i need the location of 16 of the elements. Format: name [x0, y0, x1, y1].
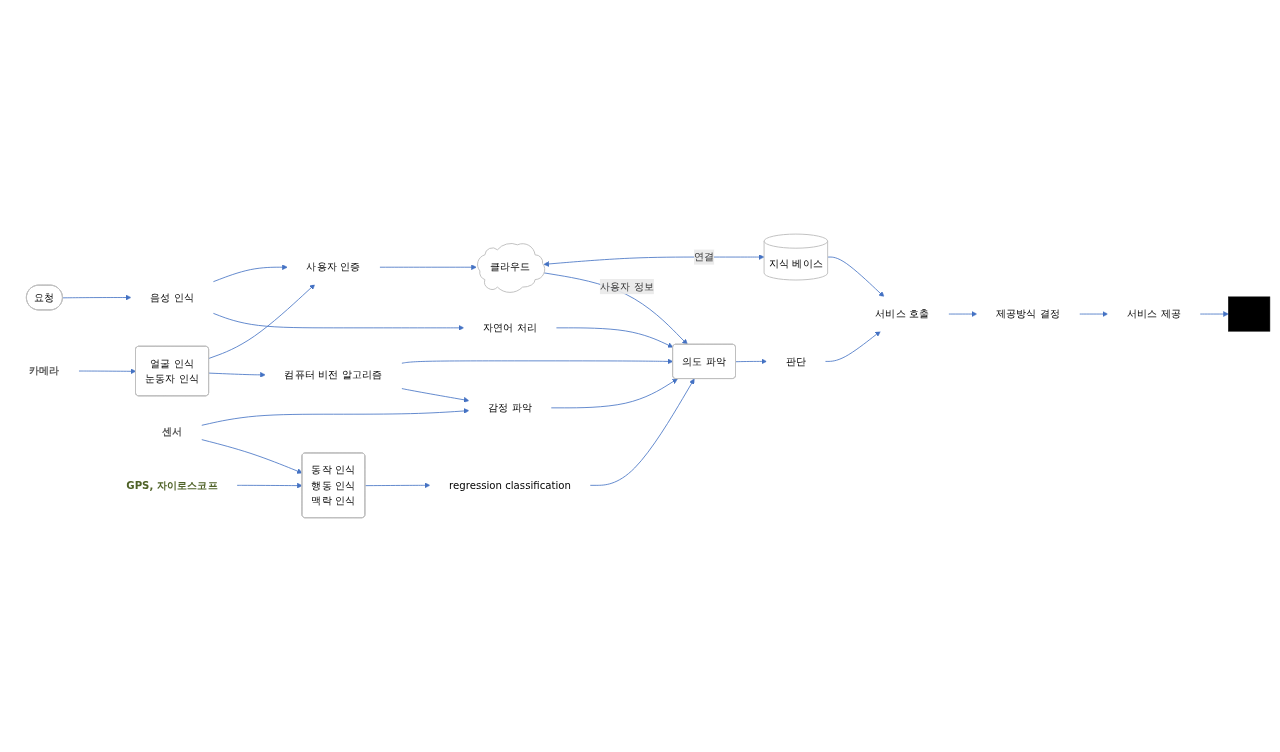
node-text: 서비스 제공 [1126, 307, 1181, 320]
node-text: 감정 파악 [488, 401, 532, 414]
node-text: 컴퓨터 비전 알고리즘 [284, 368, 383, 381]
node-text: 제공방식 결정 [996, 307, 1061, 320]
node-text: 음성 인식 [150, 291, 195, 304]
edge-label: 연결 [693, 250, 715, 263]
node-text: GPS, 자이로스코프 [126, 479, 218, 492]
node-text: 카메라 [29, 364, 60, 377]
node-person [1228, 296, 1271, 332]
edge-label: 사용자 정보 [599, 280, 654, 293]
node-text: regression classification [449, 479, 571, 492]
node-text: 서비스 호출 [875, 307, 930, 320]
node-text: 판단 [785, 355, 807, 368]
node-text: 사용자 인증 [306, 260, 361, 274]
node-text: 센서 [161, 425, 183, 438]
node-text: 자연어 처리 [482, 321, 538, 334]
